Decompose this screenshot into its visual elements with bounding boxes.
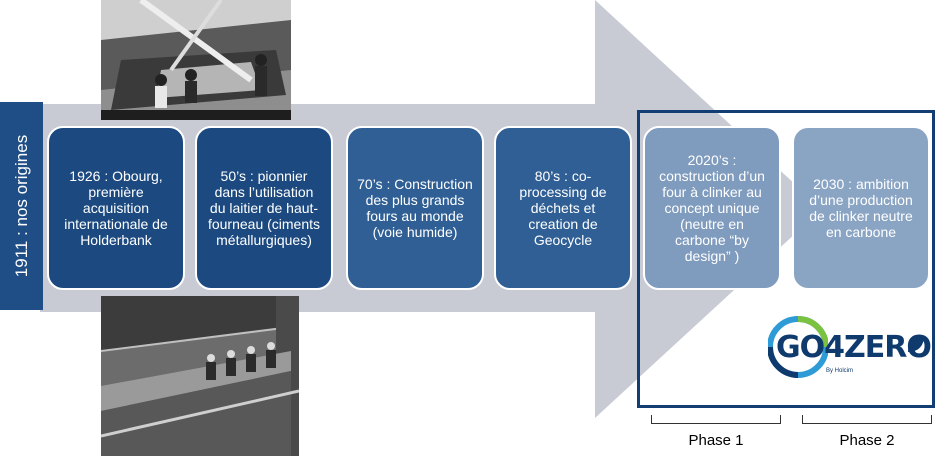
historic-photo-factory-hall — [101, 296, 299, 456]
milestone-1926: 1926 : Obourg, première acquisition inte… — [47, 126, 185, 290]
milestone-2030: 2030 : ambition d’une production de clin… — [792, 126, 930, 290]
milestone-text: 70’s : Construction des plus grands four… — [357, 176, 473, 240]
leaf-icon — [908, 336, 924, 352]
milestone-text: 2020’s : construction d’un four à clinke… — [659, 152, 765, 264]
logo-byline: By Holcim — [826, 368, 854, 374]
milestone-70s: 70’s : Construction des plus grands four… — [346, 126, 484, 290]
phase-frame — [637, 110, 935, 408]
milestone-text: 1926 : Obourg, première acquisition inte… — [64, 168, 168, 248]
phase-1-bracket — [651, 415, 781, 424]
milestone-80s: 80’s : co-processing de déchets et creat… — [494, 126, 632, 290]
go4zero-logo: GO4ZERO By Holcim — [768, 312, 932, 382]
origin-label: 1911 : nos origines — [11, 134, 31, 278]
milestone-text: 2030 : ambition d’une production de clin… — [809, 176, 913, 240]
logo-ring-icon — [768, 316, 828, 378]
historic-photo-workers-boat — [101, 0, 291, 120]
milestone-2020s: 2020’s : construction d’un four à clinke… — [643, 126, 781, 290]
phase-2-bracket — [802, 415, 932, 424]
phase-2-label: Phase 2 — [839, 432, 895, 449]
origin-label-tab: 1911 : nos origines — [0, 102, 43, 310]
logo-wordmark: GO4ZERO — [776, 330, 932, 365]
phase-1-label: Phase 1 — [688, 432, 744, 449]
milestone-text: 80’s : co-processing de déchets et creat… — [519, 168, 607, 248]
milestone-text: 50’s : pionnier dans l’utilisation du la… — [207, 168, 321, 248]
milestone-50s: 50’s : pionnier dans l’utilisation du la… — [195, 126, 333, 290]
